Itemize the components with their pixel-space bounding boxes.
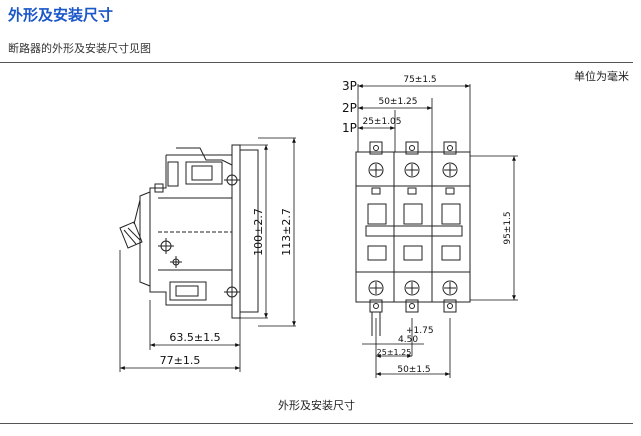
label-3p: 3P (342, 79, 357, 93)
label-2p: 2P (342, 101, 357, 115)
front-view-dimensions (357, 84, 518, 378)
side-view-dimensions (119, 137, 296, 372)
front-view (355, 141, 471, 336)
unit-note: 单位为毫米 (574, 70, 629, 83)
dim-bottom-25: 25±1.25 (377, 348, 412, 357)
bottom-divider (0, 423, 633, 424)
label-1p: 1P (342, 121, 357, 135)
side-view (119, 144, 259, 319)
dim-depth-outer: 77±1.5 (160, 354, 201, 367)
dim-3p-width: 75±1.5 (403, 75, 436, 85)
dim-height-95: 95±1.5 (503, 211, 513, 244)
dim-450: 4.50 (398, 335, 418, 345)
page-title: 外形及安装尺寸 (8, 6, 114, 24)
dim-height-outer: 113±2.7 (280, 208, 293, 256)
dim-2p-width: 50±1.25 (378, 97, 417, 107)
top-divider (0, 62, 633, 63)
dim-depth-inner: 63.5±1.5 (169, 331, 220, 344)
dim-bottom-50: 50±1.5 (397, 365, 430, 375)
dim-height-inner: 100±2.7 (252, 208, 265, 256)
figure-caption: 外形及安装尺寸 (278, 399, 355, 412)
dim-plus-175: +1.75 (406, 326, 434, 336)
dim-1p-width: 25±1.05 (362, 117, 401, 127)
page-subtitle: 断路器的外形及安装尺寸见图 (8, 42, 151, 55)
